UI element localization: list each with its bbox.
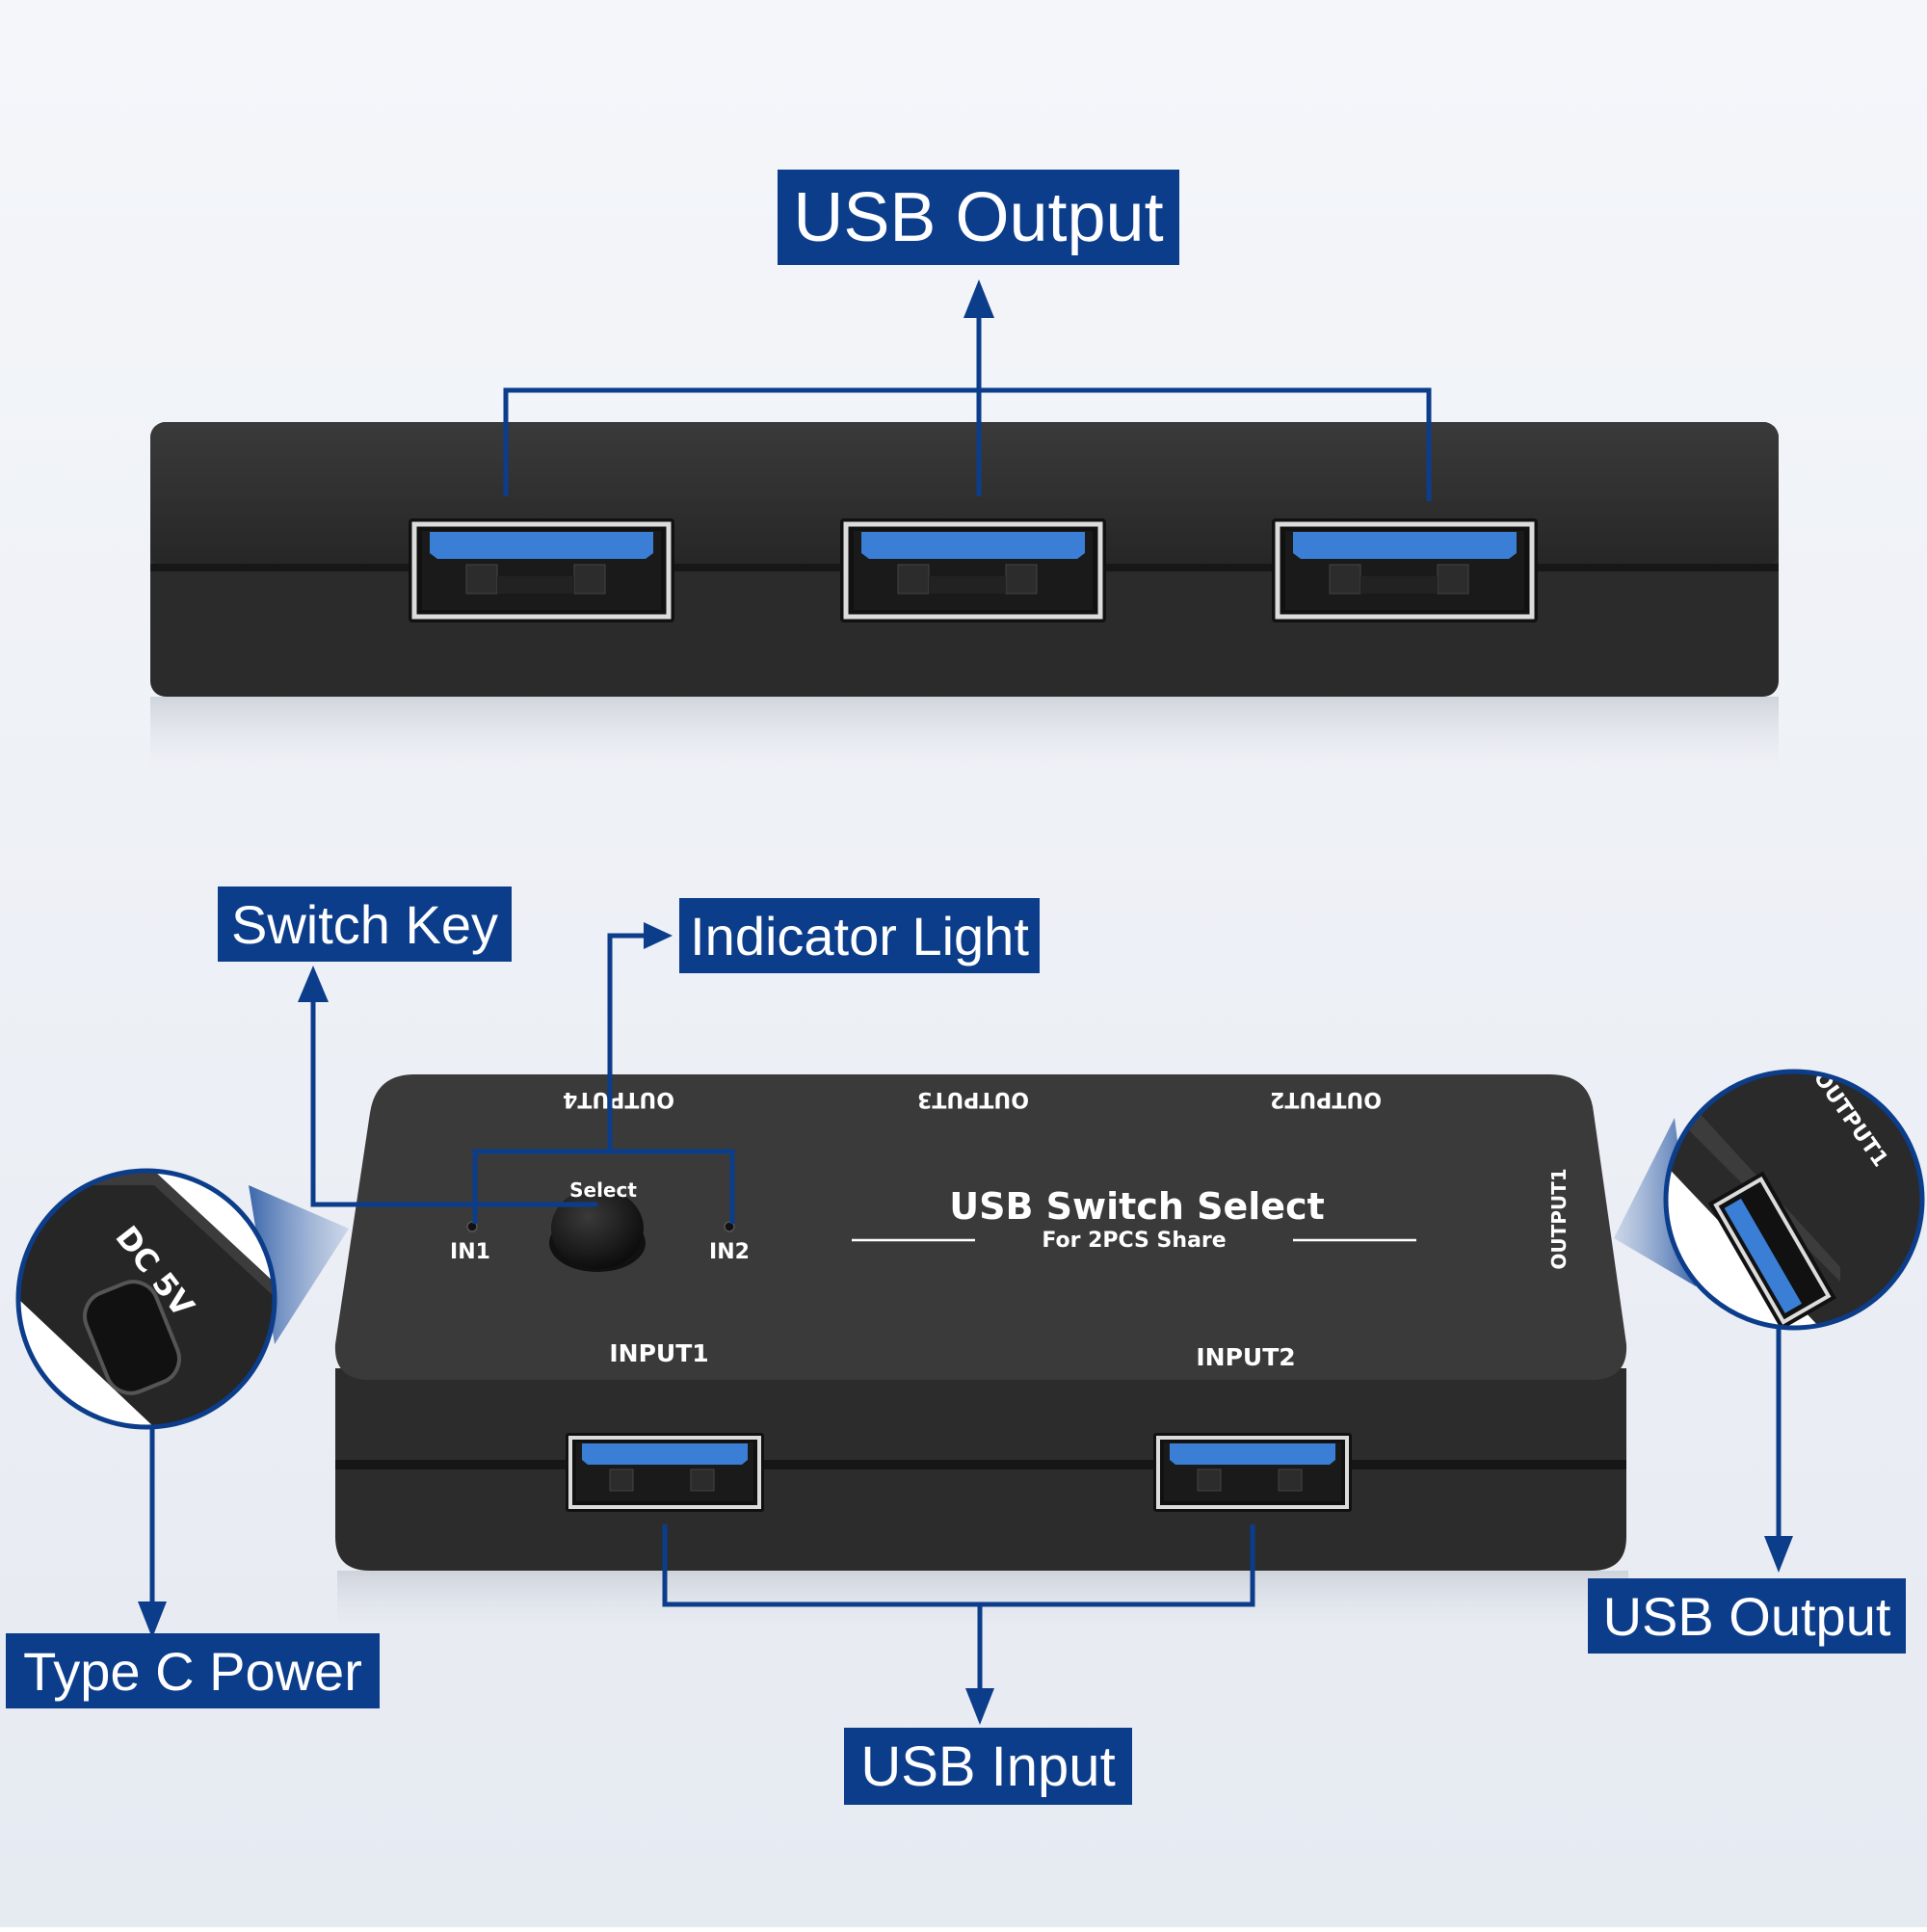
label-usb-input: USB Input bbox=[844, 1728, 1132, 1805]
usb-port-icon bbox=[840, 518, 1106, 622]
label-indicator-light: Indicator Light bbox=[679, 898, 1040, 973]
arrow-icon bbox=[298, 966, 329, 1002]
usb-port-icon bbox=[409, 518, 674, 622]
output1-label: OUTPUT1 bbox=[1547, 1168, 1571, 1269]
output2-label: OUTPUT2 bbox=[1270, 1087, 1382, 1111]
output3-label: OUTPUT3 bbox=[917, 1087, 1029, 1111]
arrow-icon bbox=[138, 1601, 167, 1638]
top-connector bbox=[503, 304, 1432, 501]
select-label: Select bbox=[569, 1178, 637, 1202]
usb-port-icon bbox=[564, 1431, 766, 1514]
arrow-icon bbox=[964, 279, 994, 318]
label-usb-output-right: USB Output bbox=[1588, 1578, 1906, 1654]
output4-label: OUTPUT4 bbox=[563, 1087, 674, 1111]
label-type-c-power: Type C Power bbox=[6, 1633, 380, 1708]
label-switch-key: Switch Key bbox=[218, 887, 512, 962]
usb-port-icon bbox=[1151, 1431, 1354, 1514]
push-button-icon bbox=[551, 1188, 644, 1269]
arrow-icon bbox=[965, 1688, 994, 1725]
input2-label: INPUT2 bbox=[1196, 1343, 1295, 1371]
in1-label: IN1 bbox=[450, 1240, 490, 1264]
label-usb-output-top: USB Output bbox=[778, 170, 1179, 265]
arrow-icon bbox=[644, 922, 673, 949]
top-device bbox=[150, 422, 1779, 774]
usb-port-icon bbox=[1272, 518, 1538, 622]
indicator-led-icon bbox=[724, 1221, 735, 1232]
device-title: USB Switch Select bbox=[949, 1185, 1325, 1228]
zoom-circle-output1: OUTPUT1 bbox=[1663, 1069, 1925, 1331]
bottom-device: OUTPUT4 OUTPUT3 OUTPUT2 Select IN1 IN2 U… bbox=[334, 1074, 1628, 1638]
type-c-port-icon bbox=[83, 1280, 181, 1395]
device-subtitle: For 2PCS Share bbox=[1042, 1229, 1226, 1253]
in2-label: IN2 bbox=[709, 1240, 750, 1264]
input1-label: INPUT1 bbox=[609, 1339, 708, 1367]
bottom-connectors bbox=[149, 933, 1782, 1701]
indicator-led-icon bbox=[466, 1221, 478, 1232]
arrow-icon bbox=[1764, 1536, 1793, 1573]
